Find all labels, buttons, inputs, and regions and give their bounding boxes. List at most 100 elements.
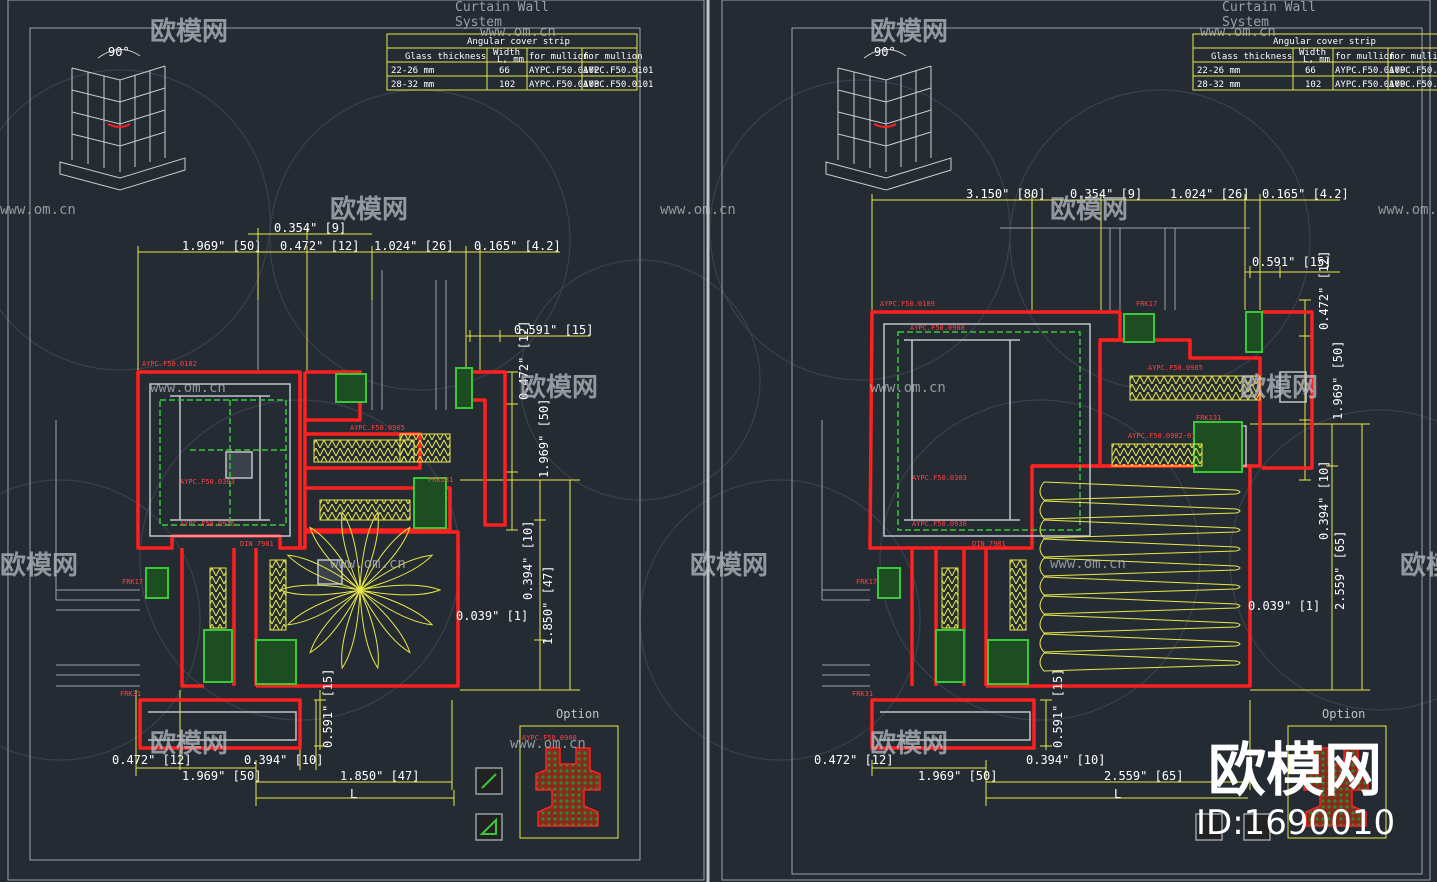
insulation-petal xyxy=(359,589,411,654)
table-col-mullion2: for mullion xyxy=(1389,52,1437,62)
watermark-brand: 欧模网 xyxy=(330,194,408,225)
option-label-right: Option xyxy=(1322,707,1365,721)
part-label: AYPC.F50.0109 xyxy=(880,300,935,308)
table-cell-glass: 22-26 mm xyxy=(391,66,434,76)
insulation-petal xyxy=(278,584,361,596)
table-cell-code1: AYPC.F50.0102 xyxy=(529,66,599,76)
insulation-petal xyxy=(359,589,379,670)
part-label: FRK31 xyxy=(120,690,141,698)
dim-left-top1: 0.354" [9] xyxy=(274,221,346,235)
insulation-fold xyxy=(1039,595,1241,615)
table-cell-width: 102 xyxy=(499,80,515,90)
table-col-glass: Glass thickness xyxy=(1211,52,1292,62)
dim-left-botv: 0.591" [15] xyxy=(321,669,335,748)
watermark-url: www.om.cn xyxy=(1200,24,1276,40)
insulation-petal xyxy=(359,510,379,591)
insulation-petal xyxy=(359,554,434,591)
table-cell-width: 66 xyxy=(499,66,510,76)
insulation-petal xyxy=(309,526,361,591)
watermark-brand: 欧模网 xyxy=(150,16,228,47)
corner-sketch-right xyxy=(825,49,952,191)
part-label: AYPC.F50.0905 xyxy=(350,424,405,432)
dim-right-top1c: 1.024" [26] xyxy=(1170,187,1249,201)
insulation-fold xyxy=(1039,652,1241,672)
watermark-url: www.om.cn xyxy=(150,380,226,396)
insulation-petal xyxy=(286,589,361,626)
title-line2-right: System xyxy=(1222,15,1269,30)
insulation-petal xyxy=(309,589,361,654)
table-cell-glass: 22-26 mm xyxy=(1197,66,1240,76)
dim-left-top2d: 0.165" [4.2] xyxy=(474,239,561,253)
part-label: AYPC.F50.0908 xyxy=(910,324,965,332)
table-col-mullion: for mullion xyxy=(529,52,589,62)
watermark-url: www.om.cn xyxy=(1050,556,1126,572)
part-label: DIN 7981 xyxy=(972,540,1006,548)
watermark-url: www.om.cn xyxy=(870,380,946,396)
dim-left-top2b: 0.472" [12] xyxy=(280,239,359,253)
dim-right-v3: 0.394" [10] xyxy=(1317,461,1331,540)
dim-right-top1a: 3.150" [80] xyxy=(966,187,1045,201)
table-cell-code1: AYPC.F50.0109 xyxy=(1335,66,1405,76)
option-label-left: Option xyxy=(556,707,599,721)
insulation-fold xyxy=(1039,614,1241,634)
table-title: Angular cover strip xyxy=(467,37,570,47)
part-label: AYPC.F50.0303 xyxy=(180,478,235,486)
dim-left-right1: 0.591" [15] xyxy=(514,323,593,337)
title-line1-left: Curtain Wall xyxy=(455,0,549,15)
dim-right-gap: 0.039" [1] xyxy=(1248,599,1320,613)
dim-left-bot1: 0.472" [12] xyxy=(112,753,191,767)
dim-left-bot2: 1.969" [50] xyxy=(182,769,261,783)
table-col-glass: Glass thickness xyxy=(405,52,486,62)
dim-left-top2a: 1.969" [50] xyxy=(182,239,261,253)
part-label: FRK17 xyxy=(1136,300,1157,308)
dim-left-v3: 0.394" [10] xyxy=(521,521,535,600)
part-label: AYPC.F50.0936 xyxy=(912,520,967,528)
table-cell-code1: AYPC.F50.0103 xyxy=(529,80,599,90)
dim-right-top1b: 0.354" [9] xyxy=(1070,187,1142,201)
part-label: AYPC.F50.0936 xyxy=(180,520,235,528)
dim-right-right1: 0.591" [15] xyxy=(1252,255,1331,269)
watermark-brand: 欧模网 xyxy=(870,16,948,47)
table-cell-code2: AYPC.F50.0109 xyxy=(1389,80,1437,90)
table-cell-code2: AYPC.F50.0101 xyxy=(583,80,653,90)
watermark-brand: 欧模网 xyxy=(520,372,598,403)
insulation-petal xyxy=(359,584,442,596)
dim-right-bot4: 2.559" [65] xyxy=(1104,769,1183,783)
part-label: FRK17 xyxy=(856,578,877,586)
insulation-petal xyxy=(341,589,361,670)
part-label: DIN 7981 xyxy=(240,540,274,548)
table-cell-width: 102 xyxy=(1305,80,1321,90)
angle-label-right: 90° xyxy=(874,45,896,59)
table-col-width: Width xyxy=(493,48,520,58)
dim-left-gap: 0.039" [1] xyxy=(456,609,528,623)
table-cell-glass: 28-32 mm xyxy=(391,80,434,90)
table-col-mullion: for mullion xyxy=(1335,52,1395,62)
insulation-fold xyxy=(1039,500,1241,520)
part-label: AYPC.F50.0102 xyxy=(142,360,197,368)
table-col-width-unit: L, mm xyxy=(1303,55,1330,65)
dim-left-v1: 0.472" [12] xyxy=(517,321,531,400)
table-cell-code2: AYPC.F50.0101 xyxy=(583,66,653,76)
sheet-frames xyxy=(7,0,1431,882)
table-title: Angular cover strip xyxy=(1273,37,1376,47)
part-label: AYPC.F50.0905 xyxy=(1148,364,1203,372)
watermark-url: www.om.cn xyxy=(660,202,736,218)
part-label: AYPC.F50.0908 xyxy=(522,734,577,742)
title-line2-left: System xyxy=(455,15,502,30)
watermark-url: www.om.cn xyxy=(1378,202,1437,218)
dim-right-bot3: 0.394" [10] xyxy=(1026,753,1105,767)
watermark-url: www.om.cn xyxy=(330,556,406,572)
watermark-id: ID:1690010 xyxy=(1196,803,1395,843)
watermark-url: www.om.cn xyxy=(510,736,586,752)
watermark-brand: 欧模网 xyxy=(0,550,78,581)
title-line1-right: Curtain Wall xyxy=(1222,0,1316,15)
dim-right-botv: 0.591" [15] xyxy=(1051,669,1065,748)
insulation-fold xyxy=(1039,557,1241,577)
table-cell-glass: 28-32 mm xyxy=(1197,80,1240,90)
watermark-brand: 欧模网 xyxy=(1400,550,1437,581)
dim-right-bot1: 0.472" [12] xyxy=(814,753,893,767)
dim-right-bot2: 1.969" [50] xyxy=(918,769,997,783)
